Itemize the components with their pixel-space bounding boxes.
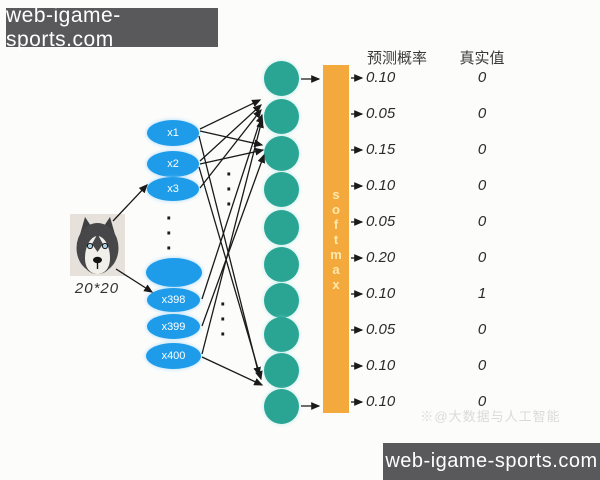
input-node-x1: x1 — [147, 120, 199, 146]
connection-ellipsis-dots-lower: · · · — [220, 294, 227, 346]
true-value-5: 0 — [477, 213, 487, 230]
hidden-node-3 — [264, 136, 299, 171]
input-node-x398: x398 — [147, 288, 200, 312]
predicted-prob-1: 0.10 — [366, 69, 396, 86]
input-ellipsis-dots: · · · — [166, 208, 173, 260]
input-node-x2-label: x2 — [167, 158, 179, 170]
hidden-node-9 — [264, 353, 299, 388]
input-node-x1-label: x1 — [167, 127, 179, 139]
predicted-probability-header: 预测概率 — [366, 50, 427, 67]
input-node-unlabeled — [146, 258, 202, 287]
true-value-header: 真实值 — [459, 50, 505, 67]
softmax-layer-bar: s o f t m a x — [323, 65, 349, 413]
true-value-10: 0 — [477, 393, 487, 410]
input-node-x399: x399 — [147, 314, 200, 339]
image-size-label: 20*20 — [74, 280, 120, 297]
predicted-prob-9: 0.10 — [366, 357, 396, 374]
predicted-prob-5: 0.05 — [366, 213, 396, 230]
true-value-3: 0 — [477, 141, 487, 158]
input-node-x3: x3 — [147, 177, 199, 201]
true-value-9: 0 — [477, 357, 487, 374]
watermark-banner-bottom: web-igame-sports.com — [383, 443, 600, 480]
true-value-6: 0 — [477, 249, 487, 266]
true-value-4: 0 — [477, 177, 487, 194]
hidden-node-6 — [264, 247, 299, 282]
true-value-1: 0 — [477, 69, 487, 86]
predicted-prob-8: 0.05 — [366, 321, 396, 338]
input-node-x399-label: x399 — [161, 320, 186, 333]
hidden-node-5 — [264, 210, 299, 245]
input-node-x2: x2 — [147, 151, 199, 177]
hidden-node-7 — [264, 283, 299, 318]
predicted-prob-2: 0.05 — [366, 105, 396, 122]
predicted-prob-3: 0.15 — [366, 141, 396, 158]
input-node-x400-label: x400 — [161, 350, 186, 362]
connection-ellipsis-dots-upper: · · · — [226, 164, 233, 216]
predicted-prob-7: 0.10 — [366, 285, 396, 302]
input-node-x3-label: x3 — [167, 183, 179, 195]
hidden-node-8 — [264, 317, 299, 352]
hidden-node-1 — [264, 61, 299, 96]
predicted-prob-10: 0.10 — [366, 393, 396, 410]
hidden-node-2 — [264, 99, 299, 134]
watermark-banner-bottom-text: web-igame-sports.com — [385, 450, 598, 472]
input-node-x398-label: x398 — [161, 294, 186, 306]
hidden-node-4 — [264, 172, 299, 207]
true-value-2: 0 — [477, 105, 487, 122]
hidden-node-10 — [264, 389, 299, 424]
true-value-7: 1 — [477, 285, 487, 302]
predicted-prob-6: 0.20 — [366, 249, 396, 266]
watermark-banner-top: web-igame-sports.com — [6, 4, 218, 51]
faint-watermark-text: ※@大数据与人工智能 — [420, 409, 561, 424]
true-value-8: 0 — [477, 321, 487, 338]
input-node-x400: x400 — [146, 343, 201, 369]
predicted-prob-4: 0.10 — [366, 177, 396, 194]
watermark-banner-top-text: web-igame-sports.com — [6, 3, 121, 51]
husky-input-image — [70, 214, 125, 276]
